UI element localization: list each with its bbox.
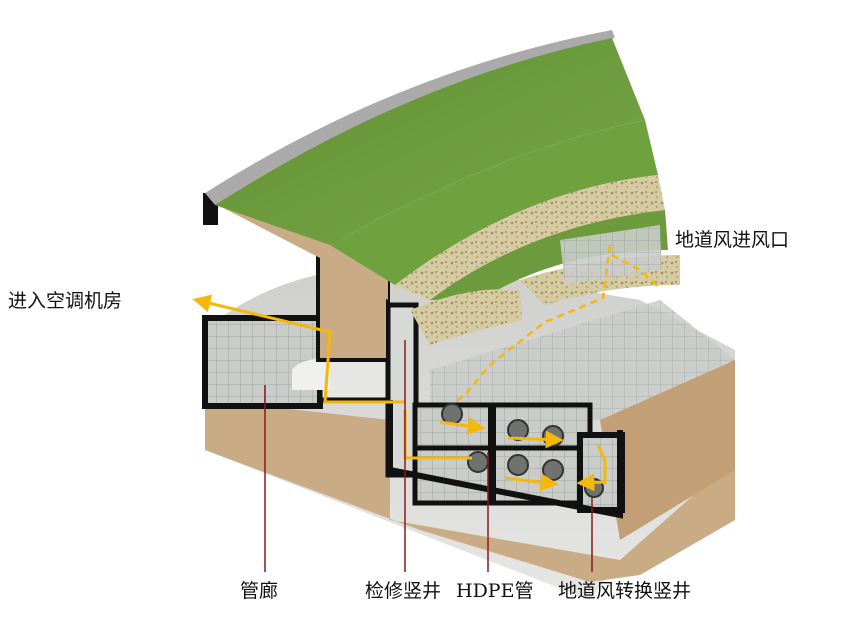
hdpe-pipe-end-1 <box>441 403 463 425</box>
ac-room-step <box>292 358 330 390</box>
hdpe-pipe-end-5 <box>507 454 529 476</box>
label-hdpe-pipe: HDPE管 <box>456 580 533 602</box>
label-ac-room: 进入空调机房 <box>8 290 122 312</box>
roof-underside <box>208 195 388 300</box>
label-corridor: 管廊 <box>240 580 278 602</box>
label-transfer-shaft: 地道风转换竖井 <box>558 580 691 602</box>
airflow-arrow-upper-2 <box>507 430 564 449</box>
airflow-arrow-upper-1 <box>439 417 486 435</box>
hdpe-pipe-end-3 <box>542 425 564 447</box>
green-roof-middle <box>330 120 658 285</box>
section-outline <box>387 400 623 519</box>
airflow-to-ac-room <box>192 294 405 404</box>
label-maintenance-shaft: 检修竖井 <box>365 580 441 602</box>
corridor-room <box>202 315 323 409</box>
transfer-shaft <box>577 432 625 513</box>
green-roof-lower <box>430 210 668 300</box>
air-inlet-structure <box>560 225 662 285</box>
hdpe-pipe-end-4 <box>467 451 489 473</box>
underground-tile-slope <box>430 300 735 420</box>
gravel-band-2 <box>410 289 522 345</box>
airflow-arrow-shaft <box>576 444 607 492</box>
gravel-band-1 <box>395 175 665 300</box>
hdpe-pipe-end-2 <box>507 419 529 441</box>
airflow-arrow-lower-1 <box>504 473 559 492</box>
green-roof-upper <box>215 38 645 245</box>
label-air-inlet: 地道风进风口 <box>675 229 789 251</box>
airflow-inlet-dashed-2 <box>611 253 661 289</box>
hdpe-pipe-end-6 <box>542 459 564 481</box>
hdpe-divider <box>488 405 496 505</box>
soil-section <box>205 400 735 582</box>
